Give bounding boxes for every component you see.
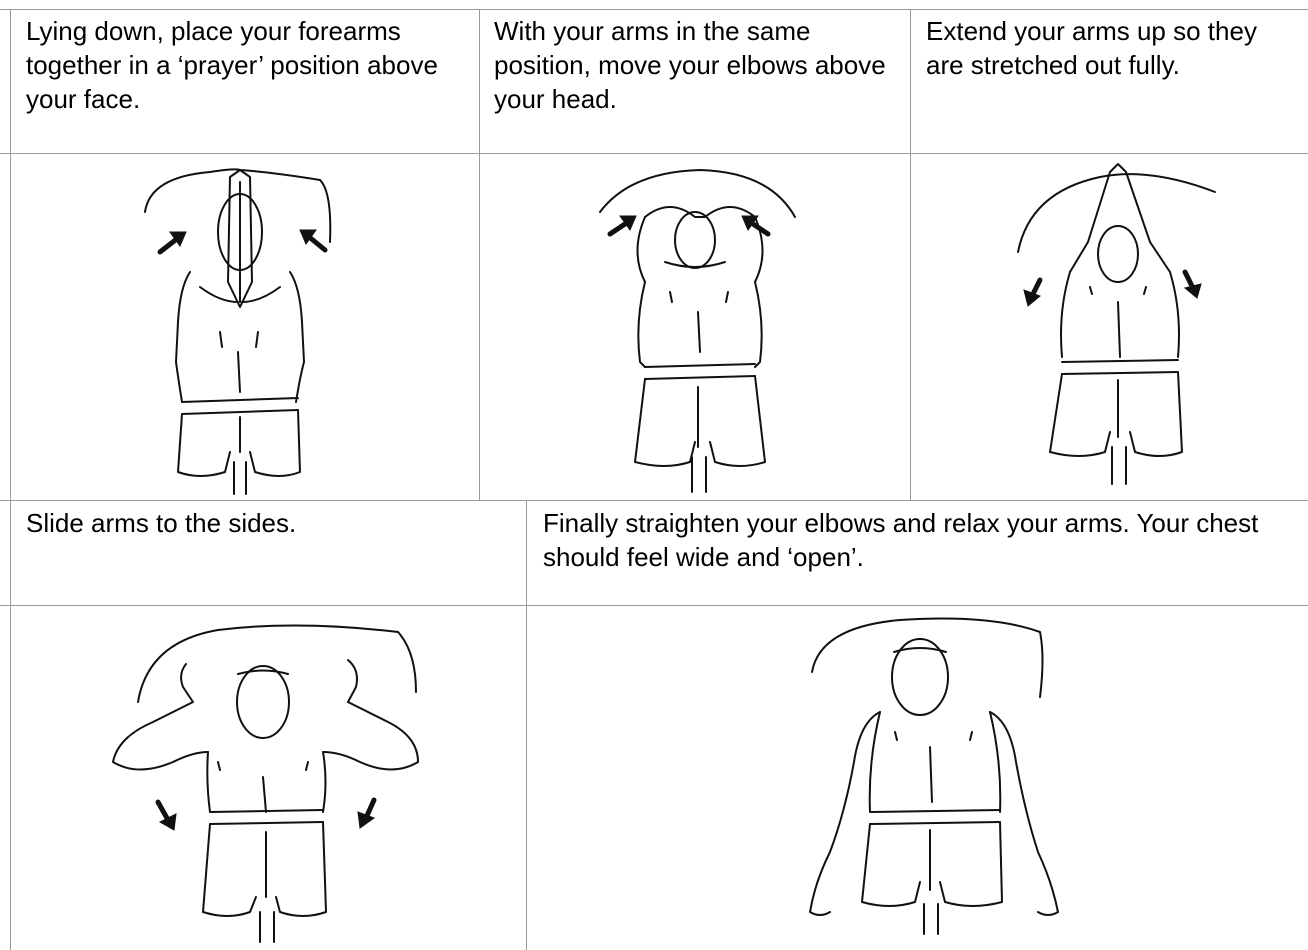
table-divider-row1 [0, 153, 1308, 154]
step-2-instruction: With your arms in the same position, mov… [488, 10, 908, 116]
step-4-instruction: Slide arms to the sides. [20, 502, 520, 540]
table-divider-col1 [479, 9, 480, 500]
arms-relaxed-figure [790, 612, 1070, 946]
step-1-instruction: Lying down, place your forearms together… [20, 10, 475, 116]
step-5-instruction: Finally straighten your elbows and relax… [537, 502, 1302, 574]
table-divider-row2 [0, 500, 1308, 501]
table-divider-col3 [526, 500, 527, 950]
table-divider-row3 [0, 605, 1308, 606]
elbows-above-head-figure [590, 162, 810, 496]
table-divider-col2 [910, 9, 911, 500]
arms-extended-figure [1010, 162, 1230, 496]
table-border-left [10, 9, 11, 950]
prayer-position-figure [130, 162, 350, 496]
step-3-instruction: Extend your arms up so they are stretche… [920, 10, 1305, 82]
arms-to-sides-figure [98, 612, 438, 946]
